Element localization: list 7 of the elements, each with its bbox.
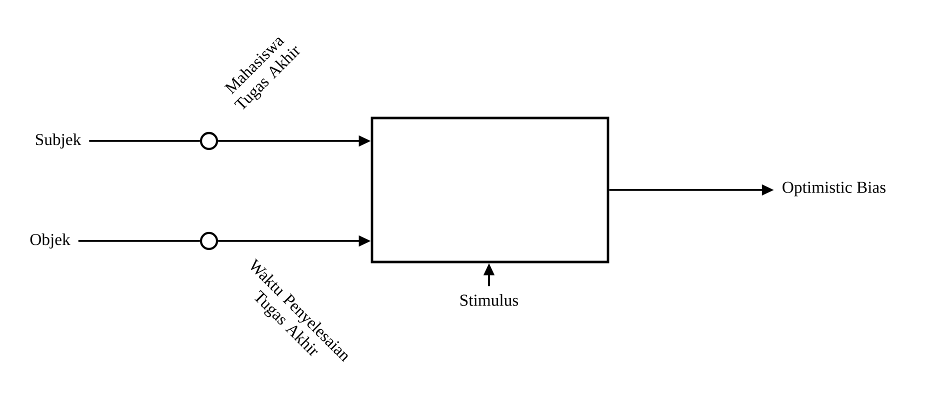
junction-circle [200,232,218,250]
junction-circle [200,132,218,150]
node-label: Objek [30,233,70,249]
node-label: Stimulus [460,294,518,306]
process-box [370,116,610,264]
node-label: Optimistic Bias [782,182,886,196]
node-label: Subjek [36,133,82,149]
